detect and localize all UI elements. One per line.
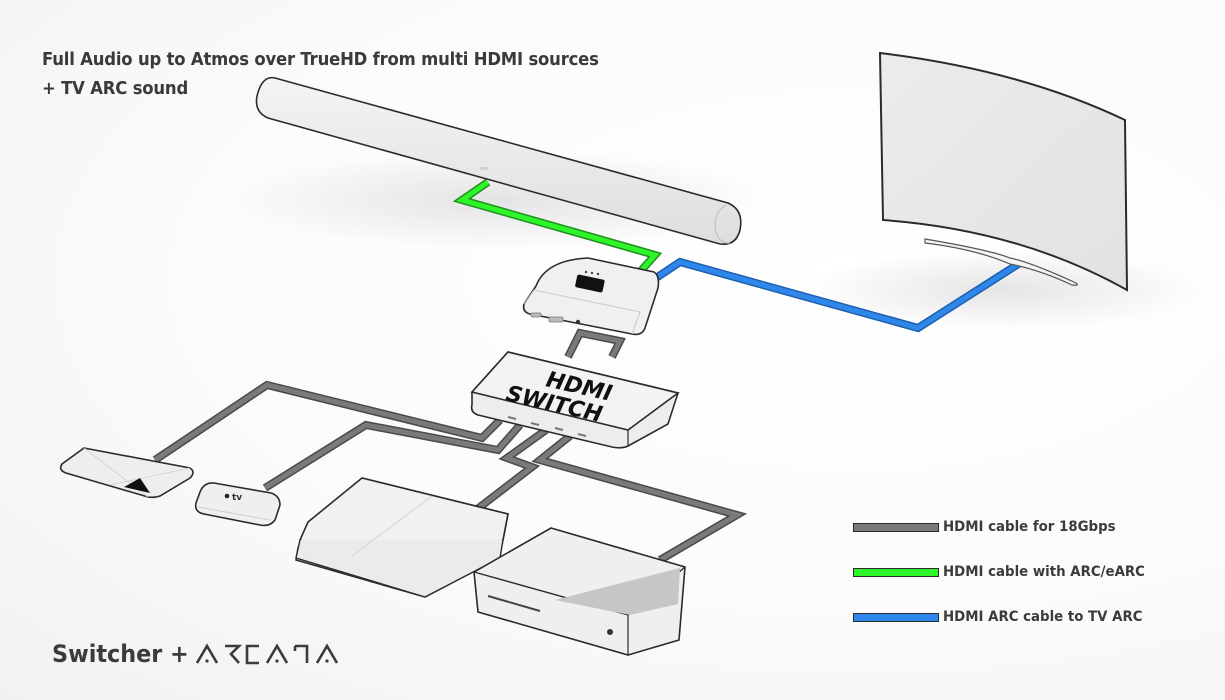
extractor-display xyxy=(575,274,605,293)
diagram-title: Full Audio up to Atmos over TrueHD from … xyxy=(42,46,599,104)
legend-label: HDMI cable for 18Gbps xyxy=(943,519,1116,535)
cable-switch-to-ps4-edge xyxy=(473,426,549,514)
soundbar-shadow xyxy=(230,150,770,250)
legend-item-arc-earc: HDMI cable with ARC/eARC xyxy=(853,557,1163,587)
logo-glyph-a xyxy=(195,643,219,664)
switch-port-3 xyxy=(554,427,564,431)
arc-extractor xyxy=(522,257,660,336)
tv-shadow xyxy=(800,250,1200,330)
cables-18gbps xyxy=(152,328,748,564)
xbox-disc-slot xyxy=(487,595,541,612)
legend-swatch-blue xyxy=(853,612,939,622)
cable-switch-to-shield xyxy=(153,382,502,463)
appletv-label: tv xyxy=(232,493,242,503)
title-line-2: + TV ARC sound xyxy=(42,79,189,99)
extractor-port-2 xyxy=(548,316,564,323)
hdmi-switch: HDMI SWITCH xyxy=(470,351,680,449)
cable-switch-to-extractor xyxy=(565,330,624,359)
title-line-1: Full Audio up to Atmos over TrueHD from … xyxy=(42,50,599,70)
tv-device xyxy=(878,51,1129,292)
xbox-device xyxy=(473,527,686,656)
logo-glyph-a3 xyxy=(315,643,339,664)
cable-arc-extractor-to-tv xyxy=(654,259,1022,331)
legend-label: HDMI cable with ARC/eARC xyxy=(943,564,1145,580)
logo-glyph-n xyxy=(295,644,309,663)
arcana-logo-icon xyxy=(195,643,339,665)
legend-swatch-green xyxy=(853,567,939,577)
soundbar-logo-mark xyxy=(480,167,488,170)
brand: Switcher + xyxy=(52,640,355,668)
legend-label: HDMI ARC cable to TV ARC xyxy=(943,609,1143,625)
switch-port-4 xyxy=(577,433,587,437)
extractor-audio-jack xyxy=(575,319,581,325)
logo-glyph-r xyxy=(225,644,243,664)
switch-port-2 xyxy=(530,422,540,426)
cable-switch-to-ps4 xyxy=(474,427,548,512)
cable-arc-earc-soundbar-to-extractor xyxy=(456,179,660,274)
soundbar xyxy=(255,76,742,246)
legend-item-tv-arc: HDMI ARC cable to TV ARC xyxy=(853,602,1163,632)
legend-item-18gbps: HDMI cable for 18Gbps xyxy=(853,512,1163,542)
legend: HDMI cable for 18Gbps HDMI cable with AR… xyxy=(853,512,1163,647)
logo-glyph-a2 xyxy=(265,643,289,664)
legend-swatch-gray xyxy=(853,522,939,532)
xbox-vent-grille xyxy=(555,568,680,615)
switch-port-1 xyxy=(507,416,517,420)
brand-text: Switcher + xyxy=(52,640,189,668)
cable-switch-to-appletv xyxy=(263,422,522,491)
hdmi-switch-ports xyxy=(507,416,587,437)
xbox-logo-icon xyxy=(607,629,613,635)
tv-stand xyxy=(924,238,1078,286)
shield-triangle-icon xyxy=(124,478,150,493)
cable-switch-to-xbox xyxy=(534,434,744,563)
ps4-device xyxy=(295,477,509,598)
appletv-device: tv xyxy=(194,482,281,527)
apple-logo-icon xyxy=(224,493,230,499)
shield-device xyxy=(59,447,194,499)
extractor-port-1 xyxy=(530,312,542,318)
logo-glyph-c xyxy=(245,644,260,665)
